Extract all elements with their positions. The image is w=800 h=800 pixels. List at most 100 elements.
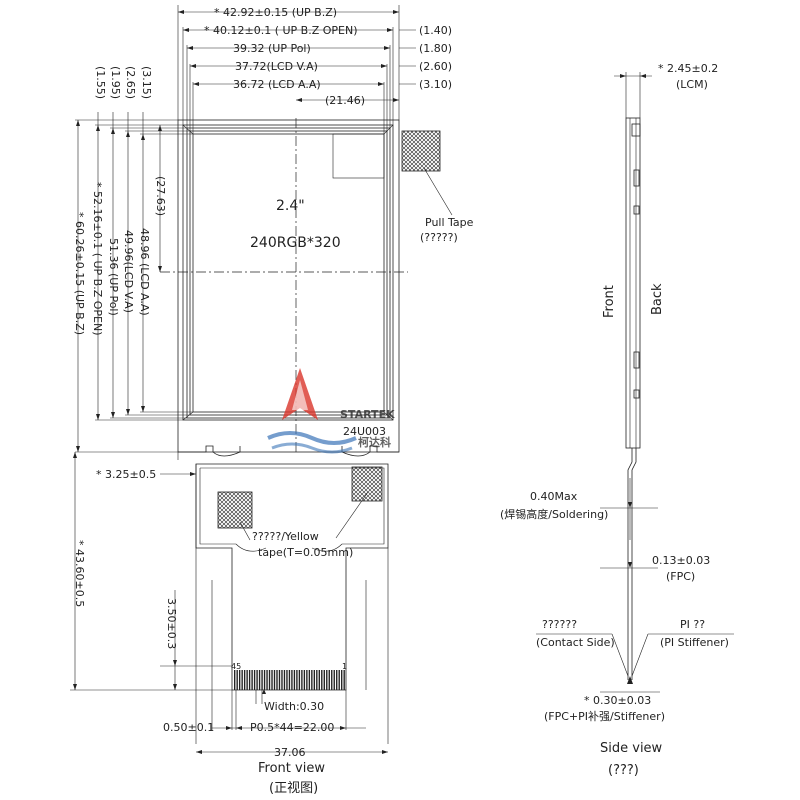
dim-fpc-notch: * 3.25±0.5 (96, 468, 156, 481)
side-contact-sub: (Contact Side) (536, 636, 615, 649)
dim-fpc-length: * 43.60±0.5 (73, 540, 86, 607)
contact-pin (318, 670, 320, 690)
side-contact-label: ?????? (542, 618, 577, 631)
contact-pin (341, 670, 343, 690)
side-fpc-sub: (FPC) (666, 570, 695, 583)
lcm-outline (160, 118, 408, 455)
pin-label-last: 45 (231, 662, 241, 671)
contact-pin (306, 670, 308, 690)
contact-pin (323, 670, 325, 690)
dim-edge-offset: 0.50±0.1 (163, 721, 214, 734)
contact-pin (251, 670, 253, 690)
contact-pin (243, 670, 246, 690)
caption-front-view: Front view (258, 761, 325, 776)
dim-top-r3: (2.60) (419, 60, 452, 73)
dim-top-r2: (1.80) (419, 42, 452, 55)
dim-pitch: P0.5*44=22.00 (250, 721, 334, 734)
pull-tape (401, 130, 441, 172)
dim-left-l3: (2.65) (124, 66, 137, 99)
dim-top-lcd-aa: 36.72 (LCD A.A) (233, 78, 321, 91)
caption-side-view-sub: (???) (608, 763, 639, 778)
contact-pin (336, 670, 338, 690)
side-lcm-thickness: * 2.45±0.2 (658, 62, 718, 75)
contact-pin (261, 670, 263, 690)
dim-left-lcd-aa: 48.96 (LCD A.A) (138, 228, 151, 316)
side-lcm-label: (LCM) (676, 78, 708, 91)
side-total-thickness: * 0.30±0.03 (584, 694, 651, 707)
side-back-label: Back (650, 283, 665, 315)
contact-pin (268, 670, 271, 690)
dim-top-up-bz: * 42.92±0.15 (UP B.Z) (214, 6, 337, 19)
contact-pin (303, 670, 306, 690)
dim-contact-height: 3.50±0.3 (165, 598, 178, 649)
side-view (536, 72, 734, 693)
contact-pin (246, 670, 248, 690)
dim-top-up-bz-open: * 40.12±0.1 ( UP B.Z OPEN) (204, 24, 358, 37)
dim-left-up-bz-open: * 52.16±0.1 ( UP B.Z OPEN) (91, 182, 104, 336)
side-total-sub: (FPC+PI补强/Stiffener) (544, 710, 665, 723)
contact-pin (263, 670, 266, 690)
pin-label-first: 1 (342, 662, 347, 671)
panel-size: 2.4" (276, 198, 305, 214)
contact-pin (338, 670, 340, 690)
dim-left-up-bz: * 60.26±0.15 (UP B.Z) (73, 212, 86, 335)
contact-pin (241, 670, 243, 690)
contact-pin (253, 670, 256, 690)
contact-pin (276, 670, 278, 690)
contact-pin (298, 670, 301, 690)
contact-pin (291, 670, 293, 690)
tape-label-2: tape(T=0.05mm) (258, 546, 353, 559)
contact-pin (238, 670, 241, 690)
contact-pin (331, 670, 333, 690)
left-dimensions (75, 112, 193, 453)
pull-tape-sublabel: (?????) (420, 231, 458, 244)
contact-pin (311, 670, 313, 690)
side-pi-sub: (PI Stiffener) (660, 636, 729, 649)
contact-pin (266, 670, 268, 690)
contact-pin (326, 670, 328, 690)
dim-left-l4: (3.15) (140, 66, 153, 99)
contact-pin (343, 670, 345, 690)
contact-pin (248, 670, 251, 690)
contact-pins (234, 670, 345, 690)
dim-top-up-pol: 39.32 (UP Pol) (233, 42, 311, 55)
contact-pin (256, 670, 258, 690)
contact-pin (278, 670, 281, 690)
dim-top-r1: (1.40) (419, 24, 452, 37)
contact-pin (281, 670, 283, 690)
contact-pin (321, 670, 323, 690)
panel-model-code: 24U003 (343, 425, 386, 438)
startek-logo: STARTEK 柯达科 (267, 368, 395, 454)
tape-pad-right (351, 466, 383, 502)
dim-lead-width: Width:0.30 (264, 700, 324, 713)
caption-side-view: Side view (600, 741, 663, 756)
watermark-brand-cn: 柯达科 (358, 435, 391, 449)
dim-left-up-pol: 51.36 (UP Pol) (107, 238, 120, 316)
dim-top-offset: (21.46) (325, 94, 365, 107)
side-fpc-thickness: 0.13±0.03 (652, 554, 710, 567)
contact-pin (308, 670, 311, 690)
watermark-brand: STARTEK (340, 408, 395, 421)
contact-pin (301, 670, 303, 690)
pull-tape-label: Pull Tape (425, 216, 474, 229)
contact-pin (333, 670, 335, 690)
contact-pin (288, 670, 291, 690)
contact-pin (313, 670, 316, 690)
contact-pin (316, 670, 318, 690)
contact-pin (234, 670, 236, 690)
dim-top-r4: (3.10) (419, 78, 452, 91)
dim-left-offset: (27.63) (154, 176, 167, 216)
contact-pin (293, 670, 296, 690)
contact-pin (271, 670, 273, 690)
contact-pin (296, 670, 298, 690)
side-front-label: Front (602, 285, 617, 318)
dim-top-lcd-va: 37.72(LCD V.A) (235, 60, 318, 73)
contact-pin (258, 670, 261, 690)
dim-left-l1: (1.55) (94, 66, 107, 99)
contact-pin (328, 670, 330, 690)
side-pi-label: PI ?? (680, 618, 705, 631)
tape-label-1: ?????/Yellow (252, 530, 319, 543)
caption-front-view-sub: (正视图) (269, 781, 318, 796)
tape-pad-left (217, 491, 253, 529)
